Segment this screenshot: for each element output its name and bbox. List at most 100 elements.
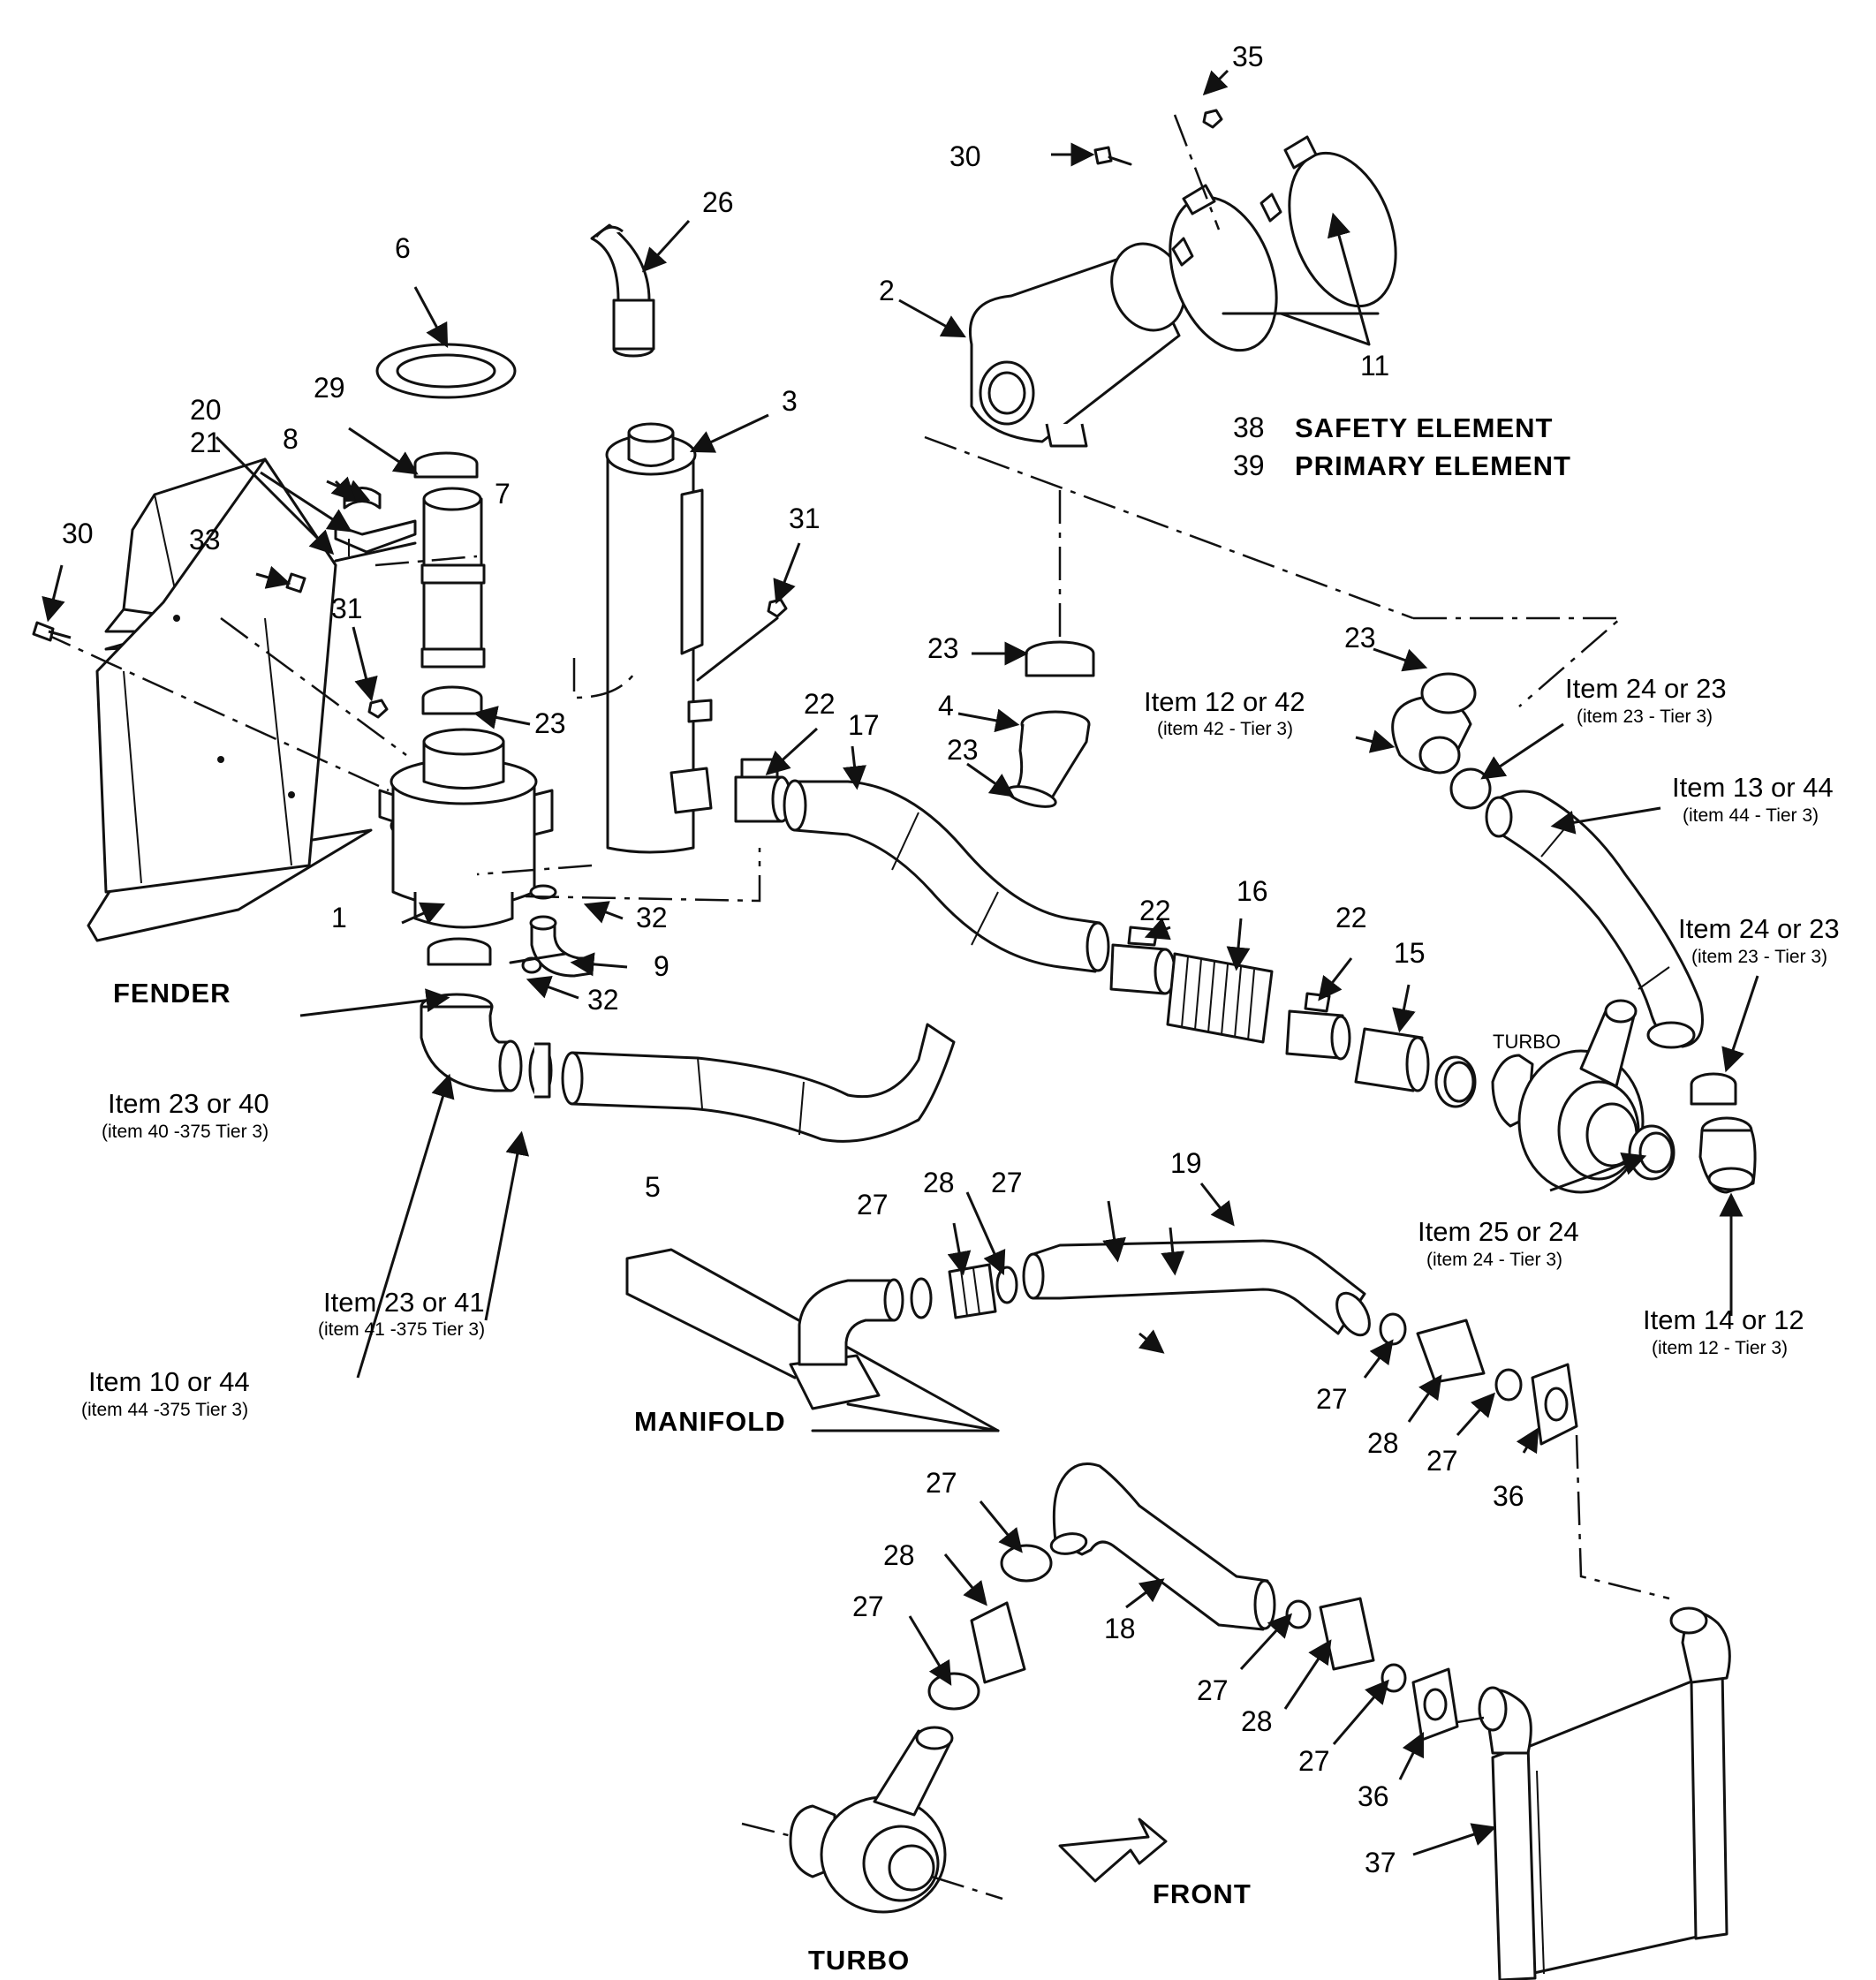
- callout-27-c: 27: [1316, 1383, 1348, 1415]
- clamp-23-lower: [427, 937, 492, 966]
- callout-2: 2: [879, 275, 895, 306]
- bolt-30-left: [32, 621, 72, 642]
- item-10-or-44-title: Item 10 or 44: [88, 1366, 250, 1397]
- nut-31-left: [367, 699, 389, 719]
- turbo-upper: [1491, 999, 1645, 1194]
- callout-19: 19: [1170, 1147, 1202, 1179]
- hose-4: [1006, 710, 1091, 808]
- front-arrow-icon: [1058, 1818, 1168, 1883]
- item-24-or-23-b-title: Item 24 or 23: [1678, 913, 1840, 944]
- manifold: [625, 1248, 1000, 1432]
- callout-29: 29: [314, 372, 345, 404]
- label-turbo-small: TURBO: [1493, 1031, 1561, 1053]
- leader-arrows: [42, 69, 1759, 1856]
- callout-20: 20: [190, 394, 222, 426]
- clamp-41: [528, 1042, 553, 1099]
- elbow-12: [1391, 672, 1477, 775]
- callout-23-mid2: 23: [947, 734, 979, 766]
- item-13-or-44-note: (item 44 - Tier 3): [1683, 805, 1819, 826]
- label-fender: FENDER: [113, 978, 231, 1009]
- clamp-25: [1628, 1124, 1676, 1181]
- precleaner-body: [378, 728, 554, 929]
- callout-23-mid: 23: [927, 632, 959, 664]
- callout-28-d: 28: [1241, 1705, 1273, 1737]
- callout-36-upper: 36: [1493, 1480, 1524, 1512]
- callout-38: 38: [1233, 412, 1265, 443]
- callout-27-g: 27: [1197, 1674, 1229, 1706]
- callout-26: 26: [702, 186, 734, 218]
- callout-23-right: 23: [1344, 622, 1376, 654]
- callout-15: 15: [1394, 937, 1426, 969]
- callout-27-h: 27: [1298, 1745, 1330, 1777]
- callout-30-top: 30: [949, 140, 981, 172]
- callout-22-left: 22: [804, 688, 836, 720]
- callout-22-right: 22: [1335, 902, 1367, 933]
- callout-16: 16: [1237, 875, 1268, 907]
- callout-37: 37: [1365, 1847, 1396, 1878]
- label-safety-element: SAFETY ELEMENT: [1295, 412, 1553, 443]
- pipe-17: [783, 779, 1110, 973]
- callout-27-e: 27: [926, 1467, 957, 1499]
- callout-4: 4: [938, 690, 954, 722]
- nut-35: [1202, 109, 1223, 129]
- item-24-or-23-b-note: (item 23 - Tier 3): [1691, 947, 1827, 967]
- callout-28-b: 28: [1367, 1427, 1399, 1459]
- callout-17: 17: [848, 709, 880, 741]
- clamp-24-upper: [1449, 767, 1492, 810]
- callout-33: 33: [189, 524, 221, 555]
- callout-1: 1: [331, 902, 347, 933]
- item-13-or-44-title: Item 13 or 44: [1672, 772, 1834, 803]
- flange-36-lower: [1411, 1667, 1459, 1742]
- item-12-or-42-note: (item 42 - Tier 3): [1157, 719, 1293, 739]
- air-cleaner-2: [969, 135, 1397, 448]
- callout-35: 35: [1232, 41, 1264, 72]
- callout-18: 18: [1104, 1613, 1136, 1644]
- clamp-ring-turbo: [1434, 1055, 1477, 1108]
- item-10-or-44-note: (item 44 -375 Tier 3): [81, 1400, 248, 1420]
- coupler-lower-left: [927, 1544, 1053, 1711]
- callout-5: 5: [645, 1171, 661, 1203]
- item-24-or-23-a-note: (item 23 - Tier 3): [1577, 707, 1713, 727]
- nut-31-right: [767, 598, 788, 618]
- clamp-22-mid: [1109, 926, 1176, 995]
- callout-3: 3: [782, 385, 798, 417]
- item-25-or-24-note: (item 24 - Tier 3): [1426, 1250, 1562, 1270]
- callout-6: 6: [395, 232, 411, 264]
- flange-36-upper: [1531, 1363, 1578, 1446]
- callout-9: 9: [654, 950, 669, 982]
- callout-32-lower: 32: [587, 984, 619, 1016]
- fender-bracket: [87, 457, 373, 942]
- callout-27-f: 27: [852, 1591, 884, 1622]
- callout-21: 21: [190, 427, 222, 458]
- callout-27-b: 27: [991, 1167, 1023, 1198]
- callout-28-a: 28: [923, 1167, 955, 1198]
- callout-28-c: 28: [883, 1539, 915, 1571]
- item-23-or-40-title: Item 23 or 40: [108, 1088, 269, 1119]
- intercooler-37: [1478, 1606, 1731, 1980]
- callout-32-upper: 32: [636, 902, 668, 933]
- pipe-5: [561, 1023, 956, 1143]
- clamp-22-upper: [734, 758, 792, 823]
- label-front: FRONT: [1153, 1878, 1252, 1909]
- turbo-lower: [789, 1726, 954, 1914]
- label-manifold: MANIFOLD: [634, 1406, 786, 1437]
- item-23-or-41-note: (item 41 -375 Tier 3): [318, 1319, 485, 1340]
- elbow-10: [420, 993, 523, 1092]
- callout-27-a: 27: [857, 1189, 889, 1220]
- bolt-30-top: [1093, 146, 1132, 166]
- callout-31-left: 31: [331, 593, 363, 624]
- clamp-24-lower: [1690, 1072, 1737, 1106]
- callout-27-d: 27: [1426, 1445, 1458, 1477]
- callout-7: 7: [495, 478, 511, 510]
- item-23-or-40-note: (item 40 -375 Tier 3): [102, 1122, 269, 1142]
- clamp-23-mid: [1025, 640, 1095, 677]
- coupler-upper-left: [910, 1263, 1018, 1319]
- elbow-14: [1698, 1116, 1757, 1194]
- item-23-or-41-title: Item 23 or 41: [323, 1287, 485, 1318]
- callout-23-left: 23: [534, 707, 566, 739]
- callout-36-lower: 36: [1358, 1780, 1389, 1812]
- item-12-or-42-title: Item 12 or 42: [1144, 686, 1305, 717]
- tube-18: [1049, 1462, 1276, 1631]
- coupler-lower-right: [1285, 1597, 1407, 1693]
